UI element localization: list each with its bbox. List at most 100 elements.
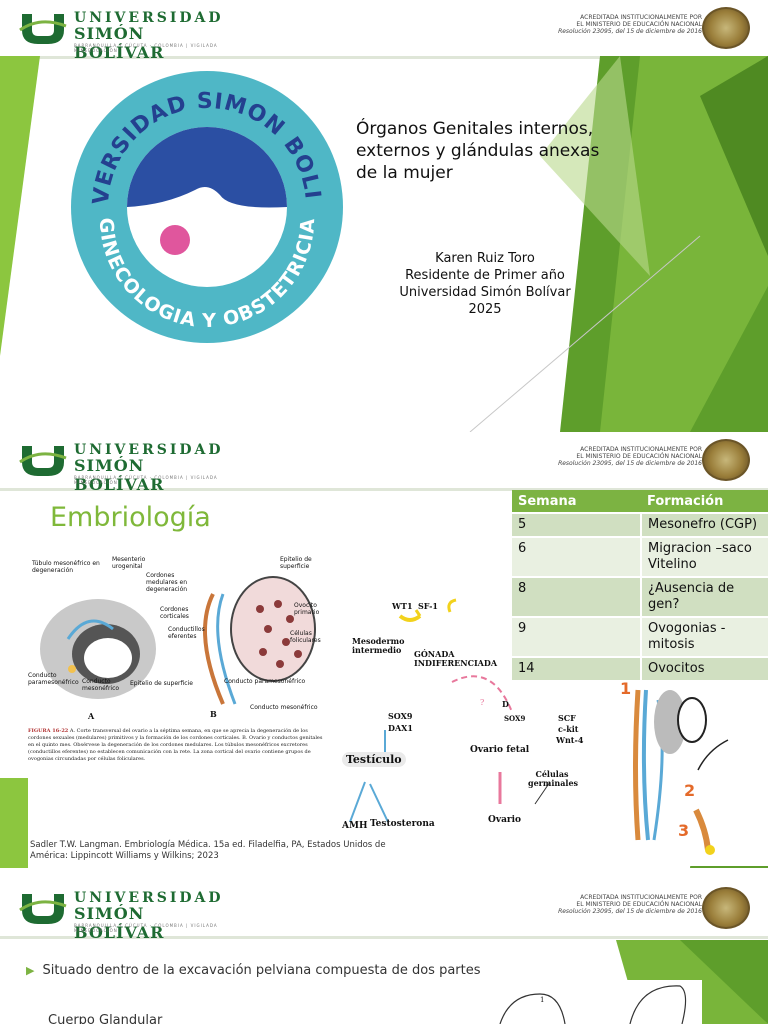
flow-ovario-fetal: Ovario fetal xyxy=(470,745,530,755)
label-conducto-paramesonefrico: Conducto paramesonéfrico xyxy=(28,672,79,686)
embryology-table: Semana Formación 5 Mesonefro (CGP) 6 Mig… xyxy=(512,490,768,680)
duct-number-1: 1 xyxy=(620,679,632,698)
logo-line2: SIMÓN BOLÍVAR xyxy=(74,24,165,62)
accred-line3: Resolución 23095, del 15 de diciembre de… xyxy=(558,28,702,35)
sub-item: Cuerpo Glandular xyxy=(48,1013,163,1024)
ovary-figure: Túbulo mesonéfrico en degeneración Mesen… xyxy=(28,554,328,726)
fig-number: 1 xyxy=(540,996,545,1004)
flow-testiculo: Testículo xyxy=(342,752,406,767)
flow-ovario: Ovario xyxy=(488,815,522,825)
label-b: B xyxy=(210,709,217,719)
slide-header: UNIVERSIDAD SIMÓN BOLÍVAR BARRANQUILLA Y… xyxy=(0,880,768,942)
table-cell: Mesonefro (CGP) xyxy=(641,512,768,537)
flow-question: ? xyxy=(480,698,485,707)
flow-sf1: SF-1 xyxy=(418,601,438,611)
slide-title: UNIVERSIDAD SIMÓN BOLÍVAR BARRANQUILLA Y… xyxy=(0,0,768,432)
slide-embriologia: UNIVERSIDAD SIMÓN BOLÍVAR BARRANQUILLA Y… xyxy=(0,432,768,868)
emblem-blue-wave xyxy=(127,127,287,208)
university-logo: UNIVERSIDAD SIMÓN BOLÍVAR BARRANQUILLA Y… xyxy=(18,440,238,494)
table-row: 6 Migracion –saco Vitelino xyxy=(512,536,768,577)
duct-number-3: 3 xyxy=(678,821,690,840)
accreditation-text: ACREDITADA INSTITUCIONALMENTE POR EL MIN… xyxy=(502,446,702,467)
accred-line1: ACREDITADA INSTITUCIONALMENTE POR xyxy=(580,446,702,453)
accreditation-text: ACREDITADA INSTITUCIONALMENTE POR EL MIN… xyxy=(502,894,702,915)
presentation-title: Órganos Genitales internos, externos y g… xyxy=(356,118,646,184)
gonad-flow-diagram xyxy=(349,598,551,823)
author-year: 2025 xyxy=(468,302,502,317)
title-line3: de la mujer xyxy=(356,163,453,183)
slide3-decoration xyxy=(492,940,768,1024)
accreditation-seal-icon xyxy=(702,439,750,481)
label-epitelio: Epitelio de superficie xyxy=(130,680,193,687)
label-conducto-mesonefrico: Conducto mesonéfrico xyxy=(82,678,120,692)
flow-gonada: GÓNADA INDIFERENCIADA xyxy=(414,649,498,668)
accreditation-seal-icon xyxy=(702,887,750,929)
table-cell: 5 xyxy=(512,512,642,537)
label-ovocito: Ovocito primario xyxy=(294,602,320,616)
logo-line1: UNIVERSIDAD xyxy=(74,890,224,906)
logo-line2: SIMÓN BOLÍVAR xyxy=(74,904,165,942)
label-mesenterio: Mesenterio urogenital xyxy=(112,556,146,570)
table-cell: Ovogonias - mitosis xyxy=(641,616,768,657)
accred-line2: EL MINISTERIO DE EDUCACIÓN NACIONAL xyxy=(576,901,702,908)
flow-scf: SCF xyxy=(558,713,576,723)
uterus-sketch-2 xyxy=(629,985,687,1024)
slide-title: Embriología xyxy=(50,502,211,533)
accreditation-text: ACREDITADA INSTITUCIONALMENTE POR EL MIN… xyxy=(502,14,702,35)
logo-line2: SIMÓN BOLÍVAR xyxy=(74,456,165,494)
logo-line3: BARRANQUILLA Y CÚCUTA - COLOMBIA | VIGIL… xyxy=(74,475,218,485)
slide-header: UNIVERSIDAD SIMÓN BOLÍVAR BARRANQUILLA Y… xyxy=(0,0,768,62)
table-row: 9 Ovogonias - mitosis xyxy=(512,616,768,657)
table-cell: Ovocitos xyxy=(641,656,768,680)
logo-line1: UNIVERSIDAD xyxy=(74,10,224,26)
figure-caption-label: FIGURA 16-22 xyxy=(28,728,69,734)
author-role: Residente de Primer año xyxy=(405,268,565,283)
flow-wnt4: Wnt-4 xyxy=(556,735,584,745)
flow-d: D xyxy=(502,699,509,709)
uterus-sketch xyxy=(499,993,566,1024)
author-name: Karen Ruiz Toro xyxy=(435,251,535,266)
accreditation-seal-icon xyxy=(702,7,750,49)
label-conducto-paramesonefrico-b: Conducto paramesonéfrico xyxy=(224,678,306,685)
label-a: A xyxy=(88,711,95,721)
illustration-panel xyxy=(492,980,702,1024)
label-conducto-mesonefrico-b: Conducto mesonéfrico xyxy=(250,704,318,711)
emblem-pink-dot xyxy=(160,225,190,255)
accred-line1: ACREDITADA INSTITUCIONALMENTE POR xyxy=(580,14,702,21)
accred-line1: ACREDITADA INSTITUCIONALMENTE POR xyxy=(580,894,702,901)
flow-dax1: DAX1 xyxy=(388,723,413,733)
right-green-shape-3 xyxy=(700,56,768,256)
title-line2: externos y glándulas anexas xyxy=(356,141,600,161)
duct-number-2: 2 xyxy=(684,781,696,800)
label-tubulo: Túbulo mesonéfrico en degeneración xyxy=(32,560,100,574)
duct-figure: 1 2 3 xyxy=(588,680,768,866)
table-header-formacion: Formación xyxy=(641,490,768,513)
accred-line2: EL MINISTERIO DE EDUCACIÓN NACIONAL xyxy=(576,453,702,460)
flow-ckit: c-kit xyxy=(558,724,579,734)
accred-line3: Resolución 23095, del 15 de diciembre de… xyxy=(558,460,702,467)
left-green-shape xyxy=(0,778,28,868)
table-header-semana: Semana xyxy=(512,490,641,513)
reference-text: Sadler T.W. Langman. Embriología Médica.… xyxy=(30,840,386,861)
university-logo: UNIVERSIDAD SIMÓN BOLÍVAR BARRANQUILLA Y… xyxy=(18,8,238,62)
flow-amh: AMH xyxy=(342,821,368,831)
label-celulas-foliculares: Células foliculares xyxy=(290,630,321,644)
thin-line xyxy=(469,235,701,432)
label-conductillos: Conductillos eferentes xyxy=(168,626,205,640)
slide-anatomy: UNIVERSIDAD SIMÓN BOLÍVAR BARRANQUILLA Y… xyxy=(0,868,768,1024)
figure-caption-text: A. Corte transversal del ovario a la sép… xyxy=(28,728,323,762)
university-u-icon xyxy=(19,14,67,44)
logo-line3: BARRANQUILLA Y CÚCUTA - COLOMBIA | VIGIL… xyxy=(74,923,218,933)
flow-wt1: WT1 xyxy=(392,601,413,611)
university-u-icon xyxy=(19,894,67,924)
label-epitelio-superficie: Epitelio de superficie xyxy=(280,556,312,570)
bullet-text: Situado dentro de la excavación pelviana… xyxy=(42,963,481,978)
right-green-shape-2 xyxy=(680,940,768,1024)
table-row: 14 Ovocitos xyxy=(512,656,768,680)
table-cell: 9 xyxy=(512,616,642,657)
table-cell: 14 xyxy=(512,656,642,680)
bullet-triangle-icon: ▶ xyxy=(26,964,35,977)
flow-sox9: SOX9 xyxy=(388,711,413,721)
slide1-decoration xyxy=(0,56,768,432)
flow-mesodermo: Mesodermo intermedio xyxy=(352,636,405,655)
